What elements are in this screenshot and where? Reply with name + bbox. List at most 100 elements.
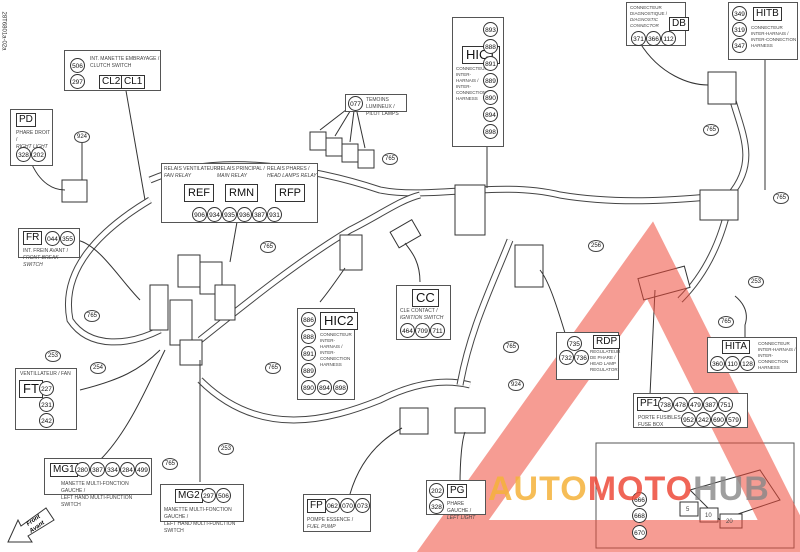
wire-circle: 898 xyxy=(333,380,348,395)
relay-head-label: RELAIS PHARES /HEAD LAMPS RELAY xyxy=(267,166,317,179)
hitb-box: 349 319 347 HITB CONNECTEUR INTER-HARNAI… xyxy=(728,2,798,60)
fuse-rating: 5 xyxy=(686,507,690,513)
right-light-box: PD PHARE DROIT /RIGHT LIGHT 328 202 xyxy=(10,109,53,166)
document-id: 28T6801a-02a xyxy=(0,11,7,51)
watermark-text: AUTOMOTOHUB xyxy=(488,470,770,509)
hic2-label: CONNECTEUR INTER-HARNAIS /INTER-CONNECTI… xyxy=(320,332,352,367)
wire-circle: 387 xyxy=(703,397,718,412)
code-pd: PD xyxy=(16,113,36,127)
wire-circle: 736 xyxy=(574,350,589,365)
wire-circle: 709 xyxy=(415,323,430,338)
front-brake-label: INT. FREIN AVANT /FRONT BREAK SWITCH xyxy=(23,248,69,268)
wire-circle: 711 xyxy=(430,323,445,338)
wire-circle: 690 xyxy=(711,412,726,427)
wire-circle: 227 xyxy=(39,381,54,396)
code-mg2: MG2 xyxy=(175,489,203,503)
wire-circle: 242 xyxy=(696,412,711,427)
wire-circle: 280 xyxy=(75,462,90,477)
head-lamp-regulator-box: 735 732 736 RDP REGULATEUR DE PHARE /HEA… xyxy=(556,332,621,380)
ignition-switch-box: CC CLE CONTACT /IGNITION SWITCH 464 709 … xyxy=(396,285,451,340)
wire-circle: 231 xyxy=(39,397,54,412)
callout-765: 765 xyxy=(162,458,178,470)
code-fp: FP xyxy=(307,499,326,513)
left-light-label: PHARE GAUCHE /LEFT LIGHT xyxy=(447,501,476,521)
hic2-box: 886 888 891 889 890 894 898 HIC2 CONNECT… xyxy=(297,308,358,400)
wire-circle: 366 xyxy=(646,31,661,46)
code-rfp: RFP xyxy=(275,184,305,202)
code-cl1: CL1 xyxy=(121,75,146,89)
ignition-label: CLE CONTACT /IGNITION SWITCH xyxy=(400,308,444,321)
mg2-label: MANETTE MULTI-FONCTION GAUCHE /LEFT HAND… xyxy=(164,507,236,534)
callout-765: 765 xyxy=(382,153,398,165)
callout-253: 253 xyxy=(218,443,234,455)
callout-254: 254 xyxy=(90,362,106,374)
left-multifunction-switch-box-1: MG1 280 387 334 284 499 MANETTE MULTI-FO… xyxy=(44,458,152,508)
wire-circle: 499 xyxy=(135,462,150,477)
hic1-box: HIC1 CONNECTEUR INTER-HARNAIS /INTER-CON… xyxy=(452,17,504,147)
code-ref: REF xyxy=(184,184,214,202)
hic1-label: CONNECTEUR INTER-HARNAIS /INTER-CONNECTI… xyxy=(456,66,488,101)
wire-circle: 073 xyxy=(355,498,370,513)
wire-circle: 732 xyxy=(559,350,574,365)
wire-circle: 202 xyxy=(429,483,444,498)
watermark-auto: AUTO xyxy=(488,470,588,508)
relays-box: RELAIS VENTILATEUR /FAN RELAY RELAIS PRI… xyxy=(161,163,318,223)
code-hic2: HIC2 xyxy=(320,312,358,330)
callout-253: 253 xyxy=(45,350,61,362)
fuse-circle: 670 xyxy=(632,525,647,540)
callout-765: 765 xyxy=(265,362,281,374)
relay-fan-label: RELAIS VENTILATEUR /FAN RELAY xyxy=(164,166,221,179)
wire-circle: 889 xyxy=(483,73,498,88)
watermark-moto: MOTO xyxy=(587,470,694,508)
wire-circle: 890 xyxy=(483,90,498,105)
left-light-box: 202 328 PG PHARE GAUCHE /LEFT LIGHT xyxy=(426,480,486,521)
diagnostic-label: CONNECTEUR DIAGNOSTIQUE /DIAGNOSTIC CONN… xyxy=(630,5,668,28)
code-hitb: HITB xyxy=(753,7,782,21)
wire-circle: 894 xyxy=(483,107,498,122)
fuse-rating: 10 xyxy=(705,513,712,519)
wire-circle: 934 xyxy=(207,207,222,222)
wire-circle: 479 xyxy=(688,397,703,412)
hita-box: HITA 360 110 128 CONNECTEUR INTER-HARNAI… xyxy=(707,337,797,373)
wire-circle: 347 xyxy=(732,38,747,53)
wire-circle: 890 xyxy=(301,380,316,395)
wire-circle: 506 xyxy=(216,488,231,503)
callout-924: 924 xyxy=(508,379,524,391)
wire-circle: 110 xyxy=(725,356,740,371)
clutch-label: INT. MANETTE EMBRAYAGE /CLUTCH SWITCH xyxy=(90,56,160,69)
callout-765: 765 xyxy=(84,310,100,322)
fuse-rating: 20 xyxy=(726,519,733,525)
code-rdp: RDP xyxy=(593,335,621,349)
wire-circle: 297 xyxy=(201,488,216,503)
wire-circle: 886 xyxy=(301,312,316,327)
wire-circle: 077 xyxy=(348,96,363,111)
watermark-hub: HUB xyxy=(693,470,770,508)
wire-circle: 936 xyxy=(237,207,252,222)
wire-circle: 735 xyxy=(567,336,582,351)
wire-circle: 371 xyxy=(631,31,646,46)
wire-circle: 894 xyxy=(317,380,332,395)
wire-circle: 888 xyxy=(483,39,498,54)
wire-circle: 328 xyxy=(16,147,31,162)
callout-253: 253 xyxy=(748,276,764,288)
wire-circle: 387 xyxy=(252,207,267,222)
wire-circle: 128 xyxy=(740,356,755,371)
harness-left-loop xyxy=(65,196,162,346)
wire-circle: 931 xyxy=(267,207,282,222)
code-fr: FR xyxy=(23,231,43,245)
wire-circle: 297 xyxy=(70,74,85,89)
fan-box: VENTILLATEUR / FAN FT 227 231 242 xyxy=(15,368,77,430)
wire-circle: 751 xyxy=(718,397,733,412)
wire-circle: 579 xyxy=(726,412,741,427)
fuse-circle: 666 xyxy=(632,492,647,507)
wire-circle: 202 xyxy=(31,147,46,162)
code-pg: PG xyxy=(447,484,468,498)
pilot-lamps-box: 077 TEMOINS LUMINEUX /PILOT LAMPS xyxy=(345,94,407,117)
mg1-label: MANETTE MULTI-FONCTION GAUCHE /LEFT HAND… xyxy=(61,481,133,508)
wire-circle: 387 xyxy=(90,462,105,477)
wire-circle: 349 xyxy=(732,6,747,21)
code-cc: CC xyxy=(412,289,439,307)
wire-circle: 888 xyxy=(301,329,316,344)
fan-label: VENTILLATEUR / FAN xyxy=(20,371,71,377)
wire-circle: 242 xyxy=(39,413,54,428)
